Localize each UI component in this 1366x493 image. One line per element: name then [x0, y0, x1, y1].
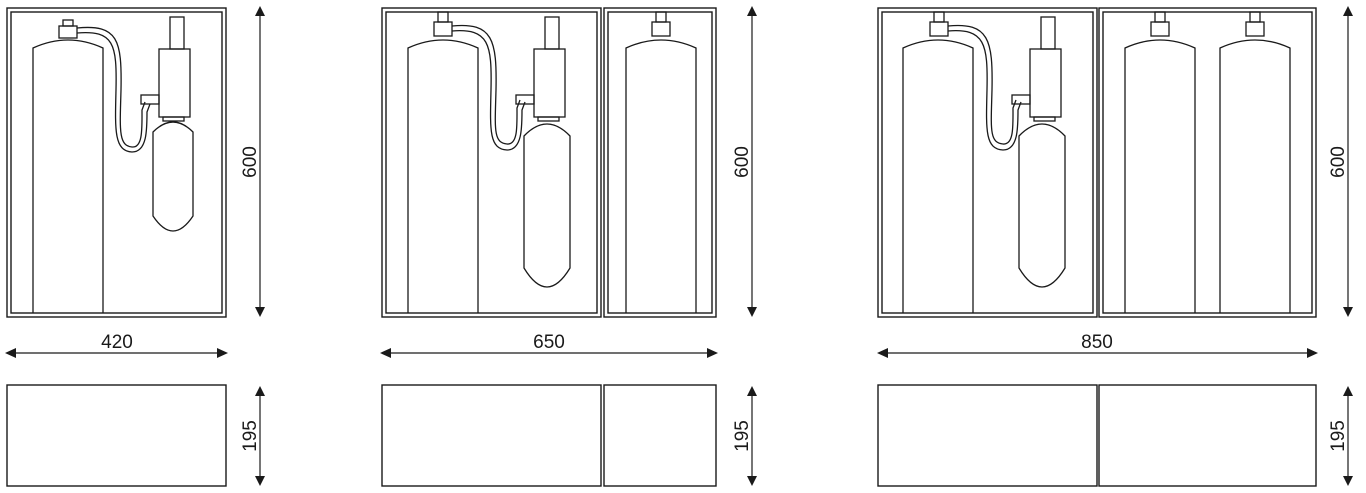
extra-gas-cylinder: [625, 11, 697, 313]
variant-triple: 600 850 195: [877, 6, 1353, 487]
depth-dimension: 195: [732, 386, 757, 486]
depth-dimension: 195: [1328, 386, 1353, 486]
depth-label: 195: [1328, 420, 1349, 452]
height-label: 600: [732, 146, 753, 178]
height-dimension: 600: [240, 6, 265, 317]
top-view-outline: [6, 384, 227, 487]
regulator-assembly: [1011, 16, 1066, 288]
connection-hose: [947, 24, 1022, 151]
front-view-cabinet: [6, 7, 227, 318]
top-view-left: [877, 384, 1098, 487]
variant-single: 600 420 195: [5, 6, 265, 487]
cabinet-right-inner-frame: [1102, 11, 1313, 314]
height-label: 600: [240, 146, 261, 178]
regulator-assembly: [140, 16, 194, 232]
connection-hose: [76, 26, 151, 153]
cabinet-left-inner-frame: [385, 11, 598, 314]
connection-hose: [451, 24, 526, 151]
top-view: [381, 384, 717, 487]
cabinet-right-outer-frame: [1098, 7, 1317, 318]
height-dimension: 600: [1328, 6, 1353, 317]
cabinet-inner-frame: [10, 11, 223, 314]
width-label: 850: [1081, 332, 1113, 353]
extra-gas-cylinder: [1124, 11, 1196, 313]
cabinet-outer-frame: [6, 7, 227, 318]
width-dimension: 850: [877, 332, 1318, 358]
cabinet-left-outer-frame: [877, 7, 1098, 318]
width-dimension: 650: [380, 332, 718, 358]
gas-cylinder: [407, 11, 479, 313]
depth-dimension: 195: [240, 386, 265, 486]
top-view: [6, 384, 227, 487]
top-view-left: [381, 384, 602, 487]
front-view-cabinet: [877, 7, 1317, 318]
height-dimension: 600: [732, 6, 757, 317]
cabinet-left-outer-frame: [381, 7, 602, 318]
cabinet-left-inner-frame: [881, 11, 1094, 314]
width-label: 650: [533, 332, 565, 353]
top-view: [877, 384, 1317, 487]
gas-cylinder: [902, 11, 974, 313]
variant-double: 600 650 195: [380, 6, 757, 487]
height-label: 600: [1328, 146, 1349, 178]
width-dimension: 420: [5, 332, 228, 358]
depth-label: 195: [732, 420, 753, 452]
extra-gas-cylinder: [1219, 11, 1291, 313]
cabinet-right-outer-frame: [603, 7, 717, 318]
top-view-right: [1098, 384, 1317, 487]
regulator-assembly: [515, 16, 571, 288]
depth-label: 195: [240, 420, 261, 452]
front-view-cabinet: [381, 7, 717, 318]
top-view-right: [603, 384, 717, 487]
gas-cylinder: [32, 19, 104, 313]
width-label: 420: [101, 332, 133, 353]
